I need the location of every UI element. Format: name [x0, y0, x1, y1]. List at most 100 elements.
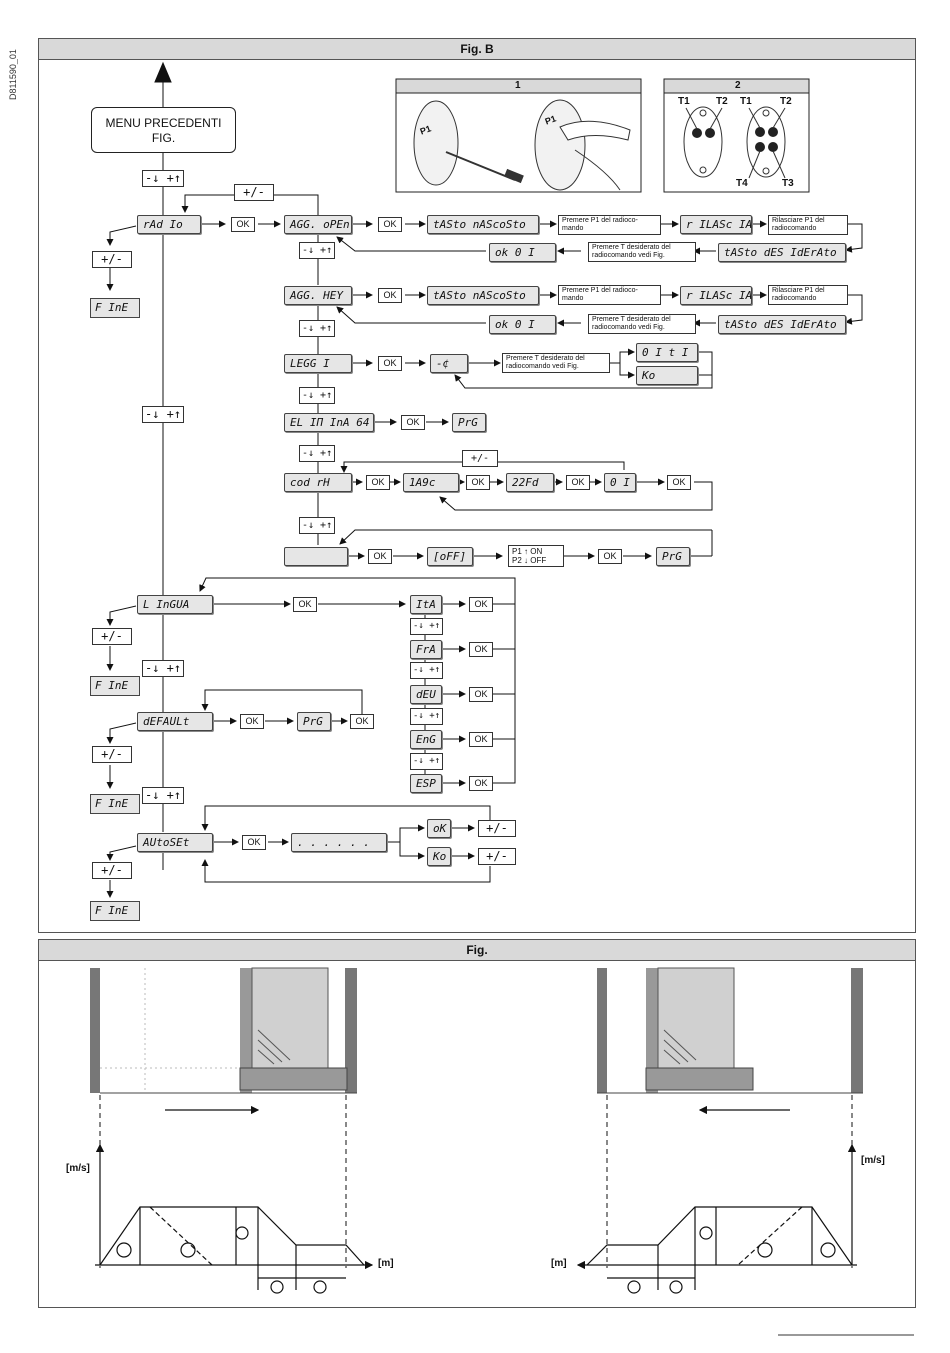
- plus-minus-autoset-ko: +/-: [478, 848, 516, 865]
- inset-1-remote-drawing: [395, 78, 642, 193]
- lcd-elimina: EL IΠ InA 64: [284, 413, 374, 432]
- desc-premere-t-2: Premere T desiderato del radiocomando ve…: [588, 314, 696, 334]
- ok-off-2: OK: [598, 549, 622, 564]
- nav-keys-lang-4: -↓ +↑: [410, 753, 444, 770]
- inset-1-label: 1: [515, 80, 521, 91]
- plus-minus-radio-loop: +/-: [234, 184, 274, 201]
- nav-keys-2: -↓ +↑: [142, 406, 185, 423]
- nav-keys-agg-1: -↓ +↑: [299, 242, 336, 259]
- nav-keys-4: -↓ +↑: [142, 787, 185, 804]
- lcd-tasto-desiderato-1: tASto dES IdErAto: [718, 243, 846, 262]
- plus-minus-fine-4: +/-: [92, 862, 132, 879]
- ok-ita: OK: [469, 597, 493, 612]
- right-speed-profile: [576, 1143, 857, 1294]
- nav-keys-1: -↓ +↑: [142, 170, 185, 187]
- ok-radio: OK: [231, 217, 255, 232]
- inset-2-t1b: T1: [740, 96, 752, 107]
- lcd-autoset: AUtoSEt: [137, 833, 213, 852]
- ok-codrx-1: OK: [366, 475, 390, 490]
- plus-minus-fine-3: +/-: [92, 746, 132, 763]
- lcd-agg-open: AGG. oPEn: [284, 215, 352, 234]
- lcd-oiti: 0 I t I: [636, 343, 698, 362]
- ok-esp: OK: [469, 776, 493, 791]
- lcd-tasto-nascosto-2: tASto nAScoSto: [427, 286, 539, 305]
- left-speed-unit: [m/s]: [66, 1163, 90, 1174]
- lcd-leggi: LEGG I: [284, 354, 352, 373]
- desc-rilasciare-p1-1: Rilasciare P1 del radiocomando: [768, 215, 848, 235]
- p1p2-legend: P1 ↑ ON P2 ↓ OFF: [508, 545, 564, 567]
- ok-agg-open: OK: [378, 217, 402, 232]
- inset-2-t1a: T1: [678, 96, 690, 107]
- nav-keys-lang-2: -↓ +↑: [410, 662, 444, 679]
- left-speed-profile: [95, 1143, 374, 1294]
- lcd-eng: EnG: [410, 730, 442, 749]
- lcd-prg-off: PrG: [656, 547, 690, 566]
- previous-menu-box: MENU PRECEDENTI FIG.: [91, 107, 236, 153]
- ok-elimina: OK: [401, 415, 425, 430]
- ok-deu: OK: [469, 687, 493, 702]
- ok-default-2: OK: [350, 714, 374, 729]
- lcd-prg-default: PrG: [297, 712, 331, 731]
- lcd-prg-elimina: PrG: [452, 413, 486, 432]
- inset-2-t4: T4: [736, 178, 748, 189]
- ok-autoset: OK: [242, 835, 266, 850]
- desc-premere-p1-1: Premere P1 del radioco- mando: [558, 215, 661, 235]
- lcd-ok01-2: ok 0 I: [489, 315, 556, 334]
- fine-3: F InE: [90, 794, 140, 814]
- ok-fra: OK: [469, 642, 493, 657]
- inset-2-button-layout: [663, 78, 810, 193]
- previous-menu-line1: MENU PRECEDENTI: [105, 116, 222, 130]
- lcd-fra: FrA: [410, 640, 442, 659]
- desc-premere-p1-2: Premere P1 del radioco- mando: [558, 285, 661, 305]
- ok-codrx-4: OK: [667, 475, 691, 490]
- lcd-cod-rx: cod rH: [284, 473, 352, 492]
- ok-off-1: OK: [368, 549, 392, 564]
- lcd-radio: rAd Io: [137, 215, 201, 234]
- lcd-tasto-desiderato-2: tASto dES IdErAto: [718, 315, 846, 334]
- left-distance-unit: [m]: [378, 1258, 394, 1269]
- nav-keys-codrx: -↓ +↑: [299, 517, 336, 534]
- ok-default-1: OK: [240, 714, 264, 729]
- desc-premere-t-1: Premere T desiderato del radiocomando ve…: [588, 242, 696, 262]
- lcd-off: [oFF]: [427, 547, 473, 566]
- p2-off: P2 ↓ OFF: [512, 556, 547, 565]
- lcd-rilascia-1: r ILASc IA: [680, 215, 752, 234]
- lcd-default: dEFAULt: [137, 712, 213, 731]
- right-gate-drawing: [597, 967, 863, 1115]
- plus-minus-autoset-ok: +/-: [478, 820, 516, 837]
- fig-b-title: Fig. B: [39, 39, 915, 60]
- nav-keys-agg-2: -↓ +↑: [299, 320, 336, 337]
- lcd-ok01-1: ok 0 I: [489, 243, 556, 262]
- nav-keys-lang-1: -↓ +↑: [410, 618, 444, 635]
- plus-minus-codrx: +/-: [462, 450, 498, 467]
- ok-codrx-3: OK: [566, 475, 590, 490]
- lcd-1a9c: 1A9c: [403, 473, 459, 492]
- desc-rilasciare-p1-2: Rilasciare P1 del radiocomando: [768, 285, 848, 305]
- left-gate-drawing: [90, 967, 357, 1115]
- right-distance-unit: [m]: [551, 1258, 567, 1269]
- previous-menu-line2: FIG.: [151, 131, 176, 145]
- plus-minus-fine-1: +/-: [92, 251, 132, 268]
- nav-keys-elimina: -↓ +↑: [299, 445, 336, 462]
- lcd-tasto-nascosto-1: tASto nAScoSto: [427, 215, 539, 234]
- inset-2-t2a: T2: [716, 96, 728, 107]
- nav-keys-3: -↓ +↑: [142, 660, 185, 677]
- desc-premere-t-3: Premere T desiderato del radiocomando ve…: [502, 353, 610, 373]
- ok-leggi: OK: [378, 356, 402, 371]
- lcd-ok-autoset: oK: [427, 819, 451, 838]
- right-speed-unit: [m/s]: [861, 1155, 885, 1166]
- lcd-rilascia-2: r ILASc IA: [680, 286, 752, 305]
- lcd-esp: ESP: [410, 774, 442, 793]
- lcd-lingua: L InGUA: [137, 595, 213, 614]
- lcd-ita: ItA: [410, 595, 442, 614]
- inset-2-t3: T3: [782, 178, 794, 189]
- lcd-ko-leggi: Ko: [636, 366, 698, 385]
- lcd-ko-autoset: Ko: [427, 847, 451, 866]
- fine-2: F InE: [90, 676, 140, 696]
- lcd-dots: . . . . . .: [291, 833, 387, 852]
- lcd-deu: dEU: [410, 685, 442, 704]
- nav-keys-lang-3: -↓ +↑: [410, 708, 444, 725]
- fine-4: F InE: [90, 901, 140, 921]
